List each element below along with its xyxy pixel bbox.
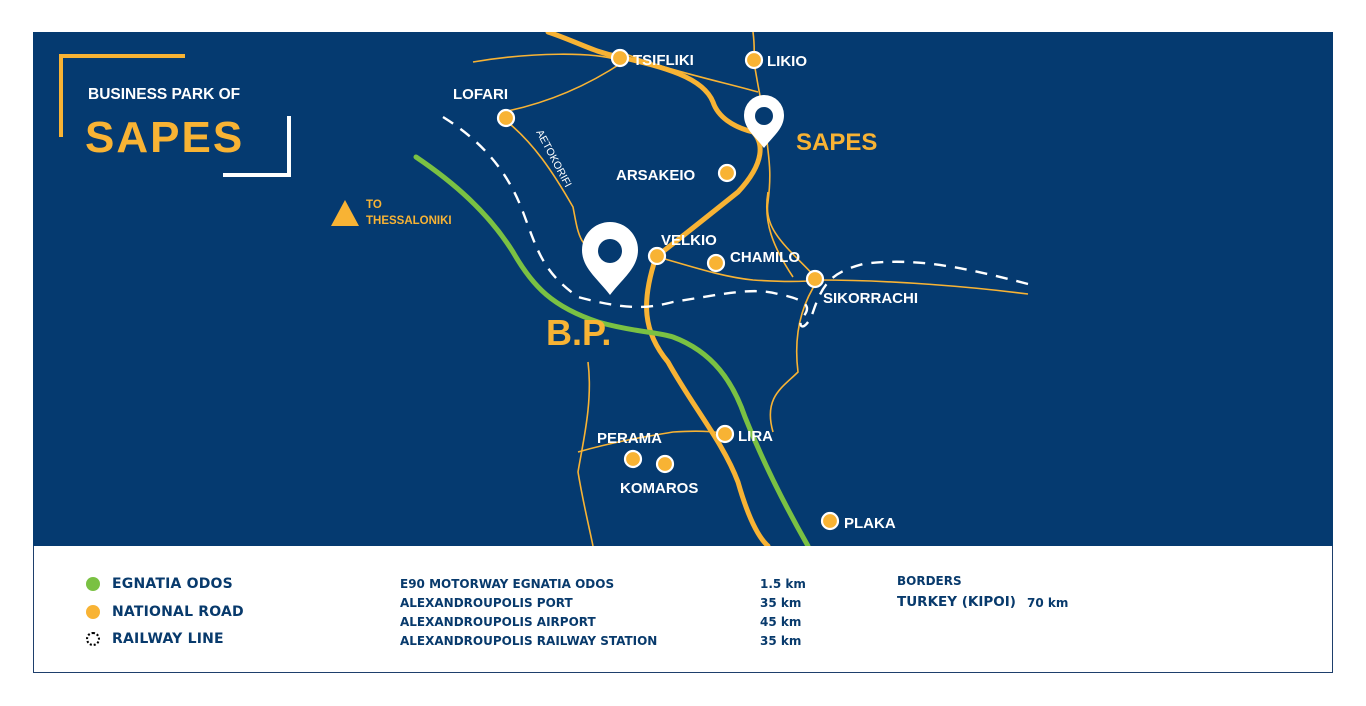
town-label-sikorrachi: SIKORRACHI [823, 290, 918, 307]
town-dot [655, 454, 675, 474]
map-canvas: BUSINESS PARK OF SAPES TO THESSALONIKI S… [59, 32, 1029, 546]
distance-label-egnatia: E90 MOTORWAY EGNATIA ODOS [400, 577, 615, 591]
distance-label-railway-station: ALEXANDROUPOLIS RAILWAY STATION [400, 634, 658, 648]
road-segment [753, 61, 819, 281]
title-bracket-top [59, 54, 185, 137]
town-label-tsifliki: TSIFLIKI [633, 52, 694, 69]
town-dot [820, 511, 840, 531]
to-thessaloniki-line2: THESSALONIKI [366, 215, 452, 227]
map-pin-icon[interactable] [744, 95, 784, 148]
yellow-dot-icon [86, 605, 100, 619]
town-dot [610, 48, 630, 68]
distance-value-railway-station: 35 km [760, 634, 802, 648]
distance-label-airport: ALEXANDROUPOLIS AIRPORT [400, 615, 596, 629]
road-segment [657, 256, 819, 283]
borders-heading: BORDERS [897, 574, 962, 588]
distance-label-port: ALEXANDROUPOLIS PORT [400, 596, 573, 610]
triangle-icon [331, 200, 359, 226]
town-dot [706, 253, 726, 273]
aetokorifi-road-label: AETOKORIFI [533, 128, 573, 190]
road-segment [619, 51, 759, 93]
dashed-circle-icon [86, 632, 100, 646]
town-dot [717, 163, 737, 183]
legend-item-egnatia: EGNATIA ODOS [86, 576, 233, 592]
map-pin-icon[interactable] [582, 222, 638, 295]
legend-panel: EGNATIA ODOS NATIONAL ROAD RAILWAY LINE … [33, 546, 1333, 673]
town-label-likio: LIKIO [767, 53, 807, 70]
legend-label: RAILWAY LINE [112, 631, 224, 647]
town-label-chamilo: CHAMILO [730, 249, 800, 266]
town-label-komaros: KOMAROS [620, 480, 698, 497]
green-dot-icon [86, 577, 100, 591]
sapes-label: SAPES [796, 129, 877, 156]
road-segment [502, 61, 624, 113]
map-panel: BUSINESS PARK OF SAPES TO THESSALONIKI S… [33, 32, 1333, 546]
distance-value-egnatia: 1.5 km [760, 577, 806, 591]
town-label-perama: PERAMA [597, 430, 662, 447]
railway-line [442, 115, 1029, 328]
road-segment [472, 53, 619, 63]
legend-item-railway: RAILWAY LINE [86, 631, 224, 647]
town-dot [647, 246, 667, 266]
town-label-lira: LIRA [738, 428, 773, 445]
town-dot [496, 108, 516, 128]
road-segment [765, 191, 794, 278]
legend-item-national-road: NATIONAL ROAD [86, 604, 244, 620]
borders-name: TURKEY (KIPOI) [897, 594, 1016, 610]
legend-label: NATIONAL ROAD [112, 604, 244, 620]
bp-label: B.P. [546, 312, 611, 353]
town-label-plaka: PLAKA [844, 515, 896, 532]
town-dot [805, 269, 825, 289]
distance-value-airport: 45 km [760, 615, 802, 629]
distance-value-port: 35 km [760, 596, 802, 610]
title-bracket-bottom [223, 116, 291, 177]
town-dots [496, 48, 840, 531]
egnatia-odos-line [413, 154, 811, 546]
town-dot [715, 424, 735, 444]
town-dot [623, 449, 643, 469]
town-label-velkio: VELKIO [661, 232, 717, 249]
town-label-arsakeio: ARSAKEIO [616, 167, 696, 184]
town-dot [744, 50, 764, 70]
town-label-lofari: LOFARI [453, 86, 508, 103]
national-road-main [545, 32, 771, 546]
road-segment [577, 361, 594, 546]
title-line1: BUSINESS PARK OF [88, 86, 240, 103]
legend-label: EGNATIA ODOS [112, 576, 233, 592]
road-segment [817, 279, 1029, 295]
borders-value: 70 km [1027, 596, 1069, 610]
to-thessaloniki-line1: TO [366, 199, 382, 211]
title-line2: SAPES [85, 113, 244, 162]
road-segment [769, 279, 819, 433]
